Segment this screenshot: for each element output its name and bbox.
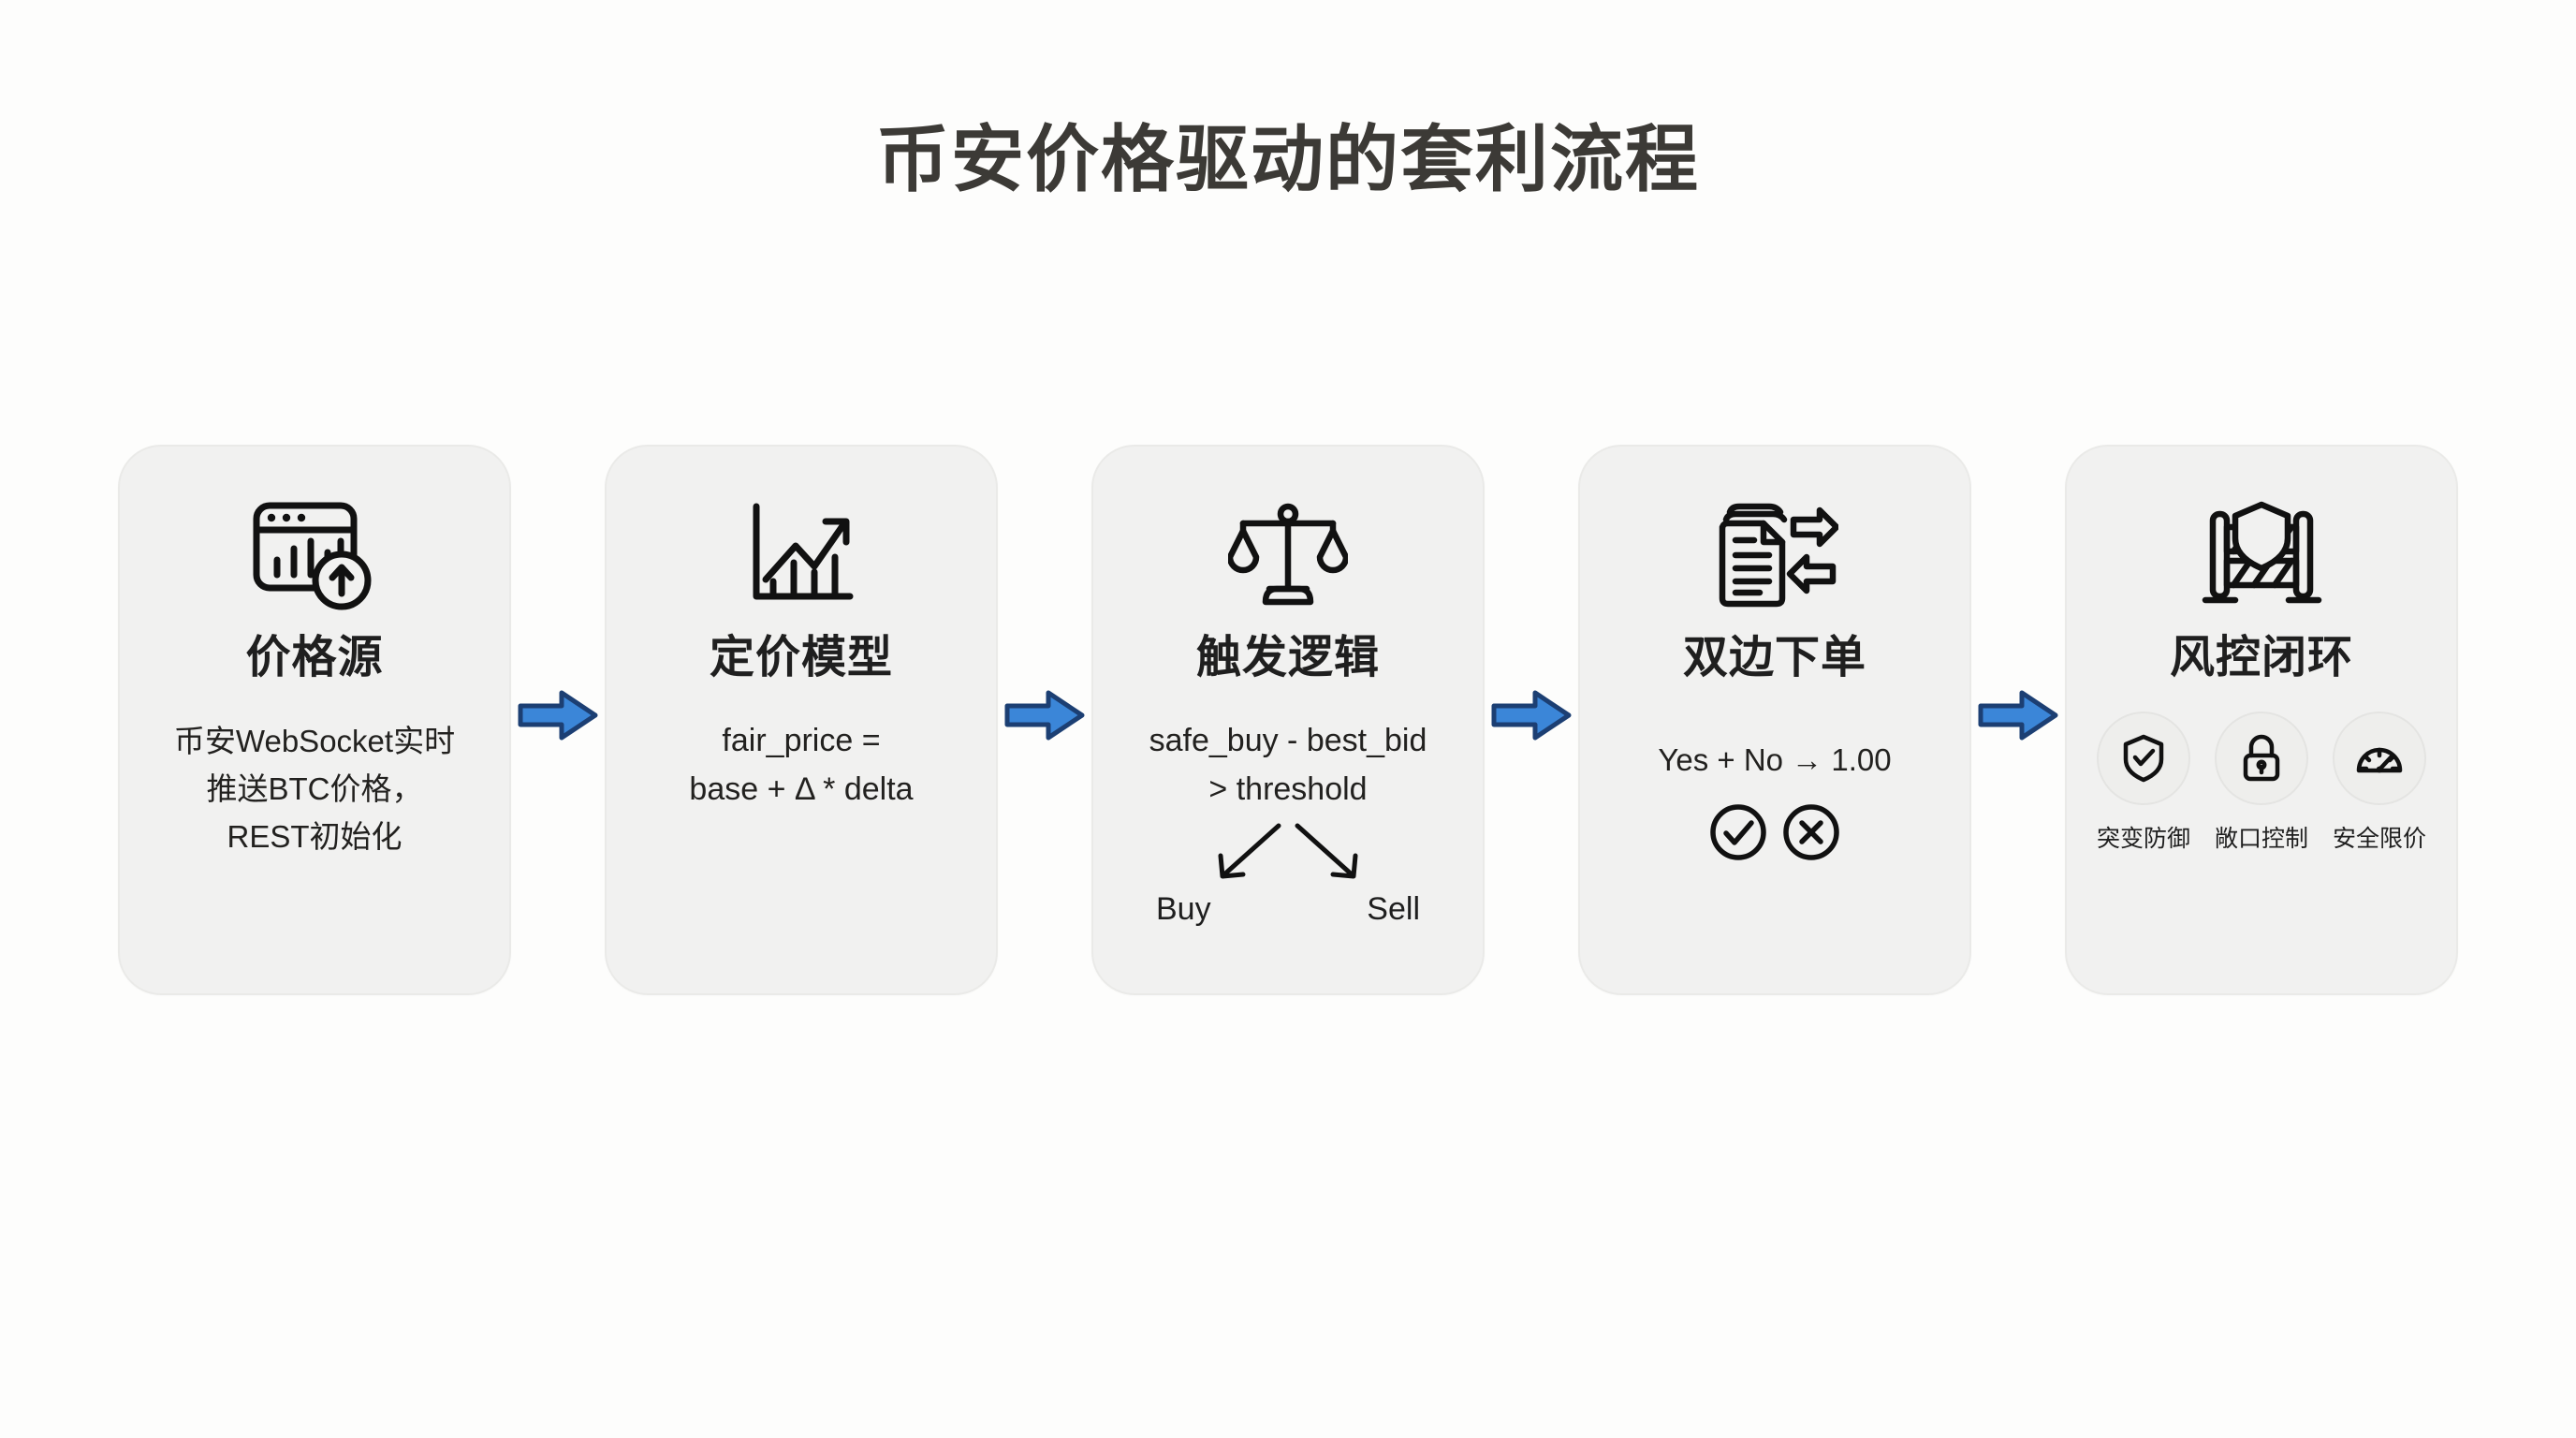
risk-control-chips: 突变防御 敞口控制 bbox=[2093, 712, 2430, 854]
flow-step-price-source[interactable]: 价格源 币安WebSocket实时 推送BTC价格， REST初始化 bbox=[118, 445, 511, 995]
branch-labels: Buy Sell bbox=[1134, 891, 1442, 928]
branch-arrows bbox=[1134, 820, 1442, 889]
flow-step-risk-control-loop[interactable]: 风控闭环 突变防御 bbox=[2065, 445, 2458, 995]
connector-1 bbox=[511, 686, 605, 744]
flow-step-pricing-model[interactable]: 定价模型 fair_price = base + Δ * delta bbox=[605, 445, 998, 995]
lock-icon bbox=[2215, 712, 2308, 806]
flow-step-title: 双边下单 bbox=[1682, 633, 1866, 682]
right-arrow-icon bbox=[1978, 690, 2058, 741]
documents-exchange-icon bbox=[1711, 492, 1838, 619]
risk-chip-label: 突变防御 bbox=[2096, 826, 2190, 853]
flow-step-body: safe_buy - best_bid > threshold bbox=[1149, 723, 1427, 807]
connector-3 bbox=[1485, 686, 1578, 744]
flow-step-title: 定价模型 bbox=[709, 633, 893, 682]
flow-step-title: 触发逻辑 bbox=[1195, 633, 1380, 682]
right-arrow-icon bbox=[1004, 690, 1085, 741]
flow-step-title: 风控闭环 bbox=[2169, 633, 2353, 682]
page-title: 币安价格驱动的套利流程 bbox=[875, 118, 1700, 200]
shield-check-icon bbox=[2097, 712, 2190, 806]
order-status-icons bbox=[1706, 800, 1843, 864]
process-flow: 价格源 币安WebSocket实时 推送BTC价格， REST初始化 bbox=[0, 445, 2576, 1025]
flow-step-body: 币安WebSocket实时 推送BTC价格， REST初始化 bbox=[173, 724, 456, 855]
connector-4 bbox=[1971, 686, 2065, 744]
flow-step-body: Yes + No → 1.00 bbox=[1658, 742, 1892, 778]
growth-chart-icon bbox=[743, 492, 859, 619]
risk-chip[interactable]: 敞口控制 bbox=[2211, 712, 2312, 854]
branch-label-buy: Buy bbox=[1156, 890, 1211, 927]
risk-chip-label: 敞口控制 bbox=[2214, 826, 2308, 853]
risk-chip[interactable]: 安全限价 bbox=[2329, 712, 2430, 854]
right-arrow-icon bbox=[518, 690, 598, 741]
gauge-icon bbox=[2333, 712, 2426, 806]
flow-step-two-sided-order[interactable]: 双边下单 Yes + No → 1.00 bbox=[1578, 445, 1971, 995]
branch-label-sell: Sell bbox=[1367, 890, 1420, 927]
connector-2 bbox=[998, 686, 1091, 744]
x-circle-icon bbox=[1783, 804, 1839, 861]
flow-step-body: fair_price = base + Δ * delta bbox=[689, 723, 914, 807]
right-arrow-icon bbox=[1491, 690, 1572, 741]
flow-step-title: 价格源 bbox=[245, 633, 384, 682]
barrier-shield-icon bbox=[2196, 492, 2327, 619]
risk-chip[interactable]: 突变防御 bbox=[2093, 712, 2194, 854]
browser-chart-uparrow-icon bbox=[251, 492, 378, 619]
balance-scale-icon bbox=[1228, 492, 1348, 619]
flow-step-trigger-logic[interactable]: 触发逻辑 safe_buy - best_bid > threshold Buy… bbox=[1091, 445, 1485, 995]
check-circle-icon bbox=[1710, 804, 1766, 861]
risk-chip-label: 安全限价 bbox=[2332, 826, 2426, 853]
